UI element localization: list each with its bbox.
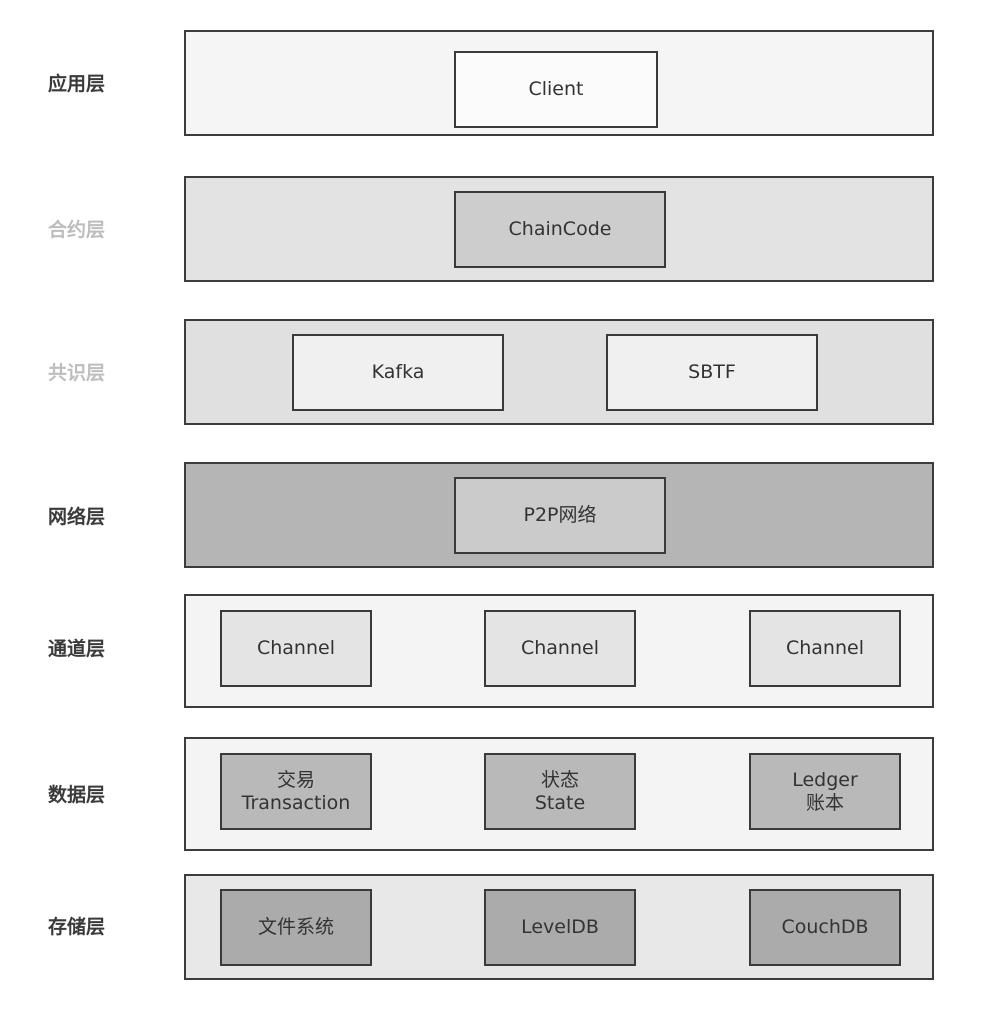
layer-label-contract: 合约层 [48,219,106,241]
node-p2p-network: P2P网络 [454,477,666,554]
node-file-system-text: 文件系统 [257,916,334,938]
node-channel-text: Channel [785,637,864,659]
node-leveldb: LevelDB [484,889,636,966]
layer-data: 交易 Transaction 状态 State Ledger 账本 [184,737,934,851]
node-channel-text: Channel [520,637,599,659]
node-couchdb: CouchDB [749,889,901,966]
node-client-text: Client [528,78,584,100]
layer-label-channel: 通道层 [48,638,106,660]
layer-storage: 文件系统 LevelDB CouchDB [184,874,934,980]
node-sbtf-text: SBTF [688,361,736,383]
layer-application: Client [184,30,934,136]
node-file-system: 文件系统 [220,889,372,966]
layer-consensus: Kafka SBTF [184,319,934,425]
node-couchdb-text: CouchDB [781,916,869,938]
node-chaincode: ChainCode [454,191,666,268]
layer-contract: ChainCode [184,176,934,282]
layer-channel: Channel Channel Channel [184,594,934,708]
node-transaction: 交易 Transaction [220,753,372,830]
node-kafka-text: Kafka [371,361,425,383]
node-ledger: Ledger 账本 [749,753,901,830]
layer-label-consensus: 共识层 [48,362,106,384]
node-kafka: Kafka [292,334,504,411]
node-channel: Channel [484,610,636,687]
node-p2p-network-text: P2P网络 [523,504,597,526]
node-state: 状态 State [484,753,636,830]
node-channel: Channel [220,610,372,687]
node-channel: Channel [749,610,901,687]
node-transaction-text-en: Transaction [241,791,351,814]
layer-network: P2P网络 [184,462,934,568]
node-state-text-zh: 状态 [540,768,579,791]
layer-label-network: 网络层 [48,506,106,528]
node-ledger-text-zh: 账本 [805,791,844,814]
node-client: Client [454,51,658,128]
node-ledger-text-en: Ledger [792,768,858,791]
layer-label-storage: 存储层 [48,916,106,938]
node-transaction-text-zh: 交易 [276,768,315,791]
node-leveldb-text: LevelDB [521,916,599,938]
node-channel-text: Channel [256,637,335,659]
layer-label-data: 数据层 [48,784,106,806]
layer-label-application: 应用层 [48,73,106,95]
node-chaincode-text: ChainCode [508,218,612,240]
node-state-text-en: State [534,791,586,814]
node-sbtf: SBTF [606,334,818,411]
